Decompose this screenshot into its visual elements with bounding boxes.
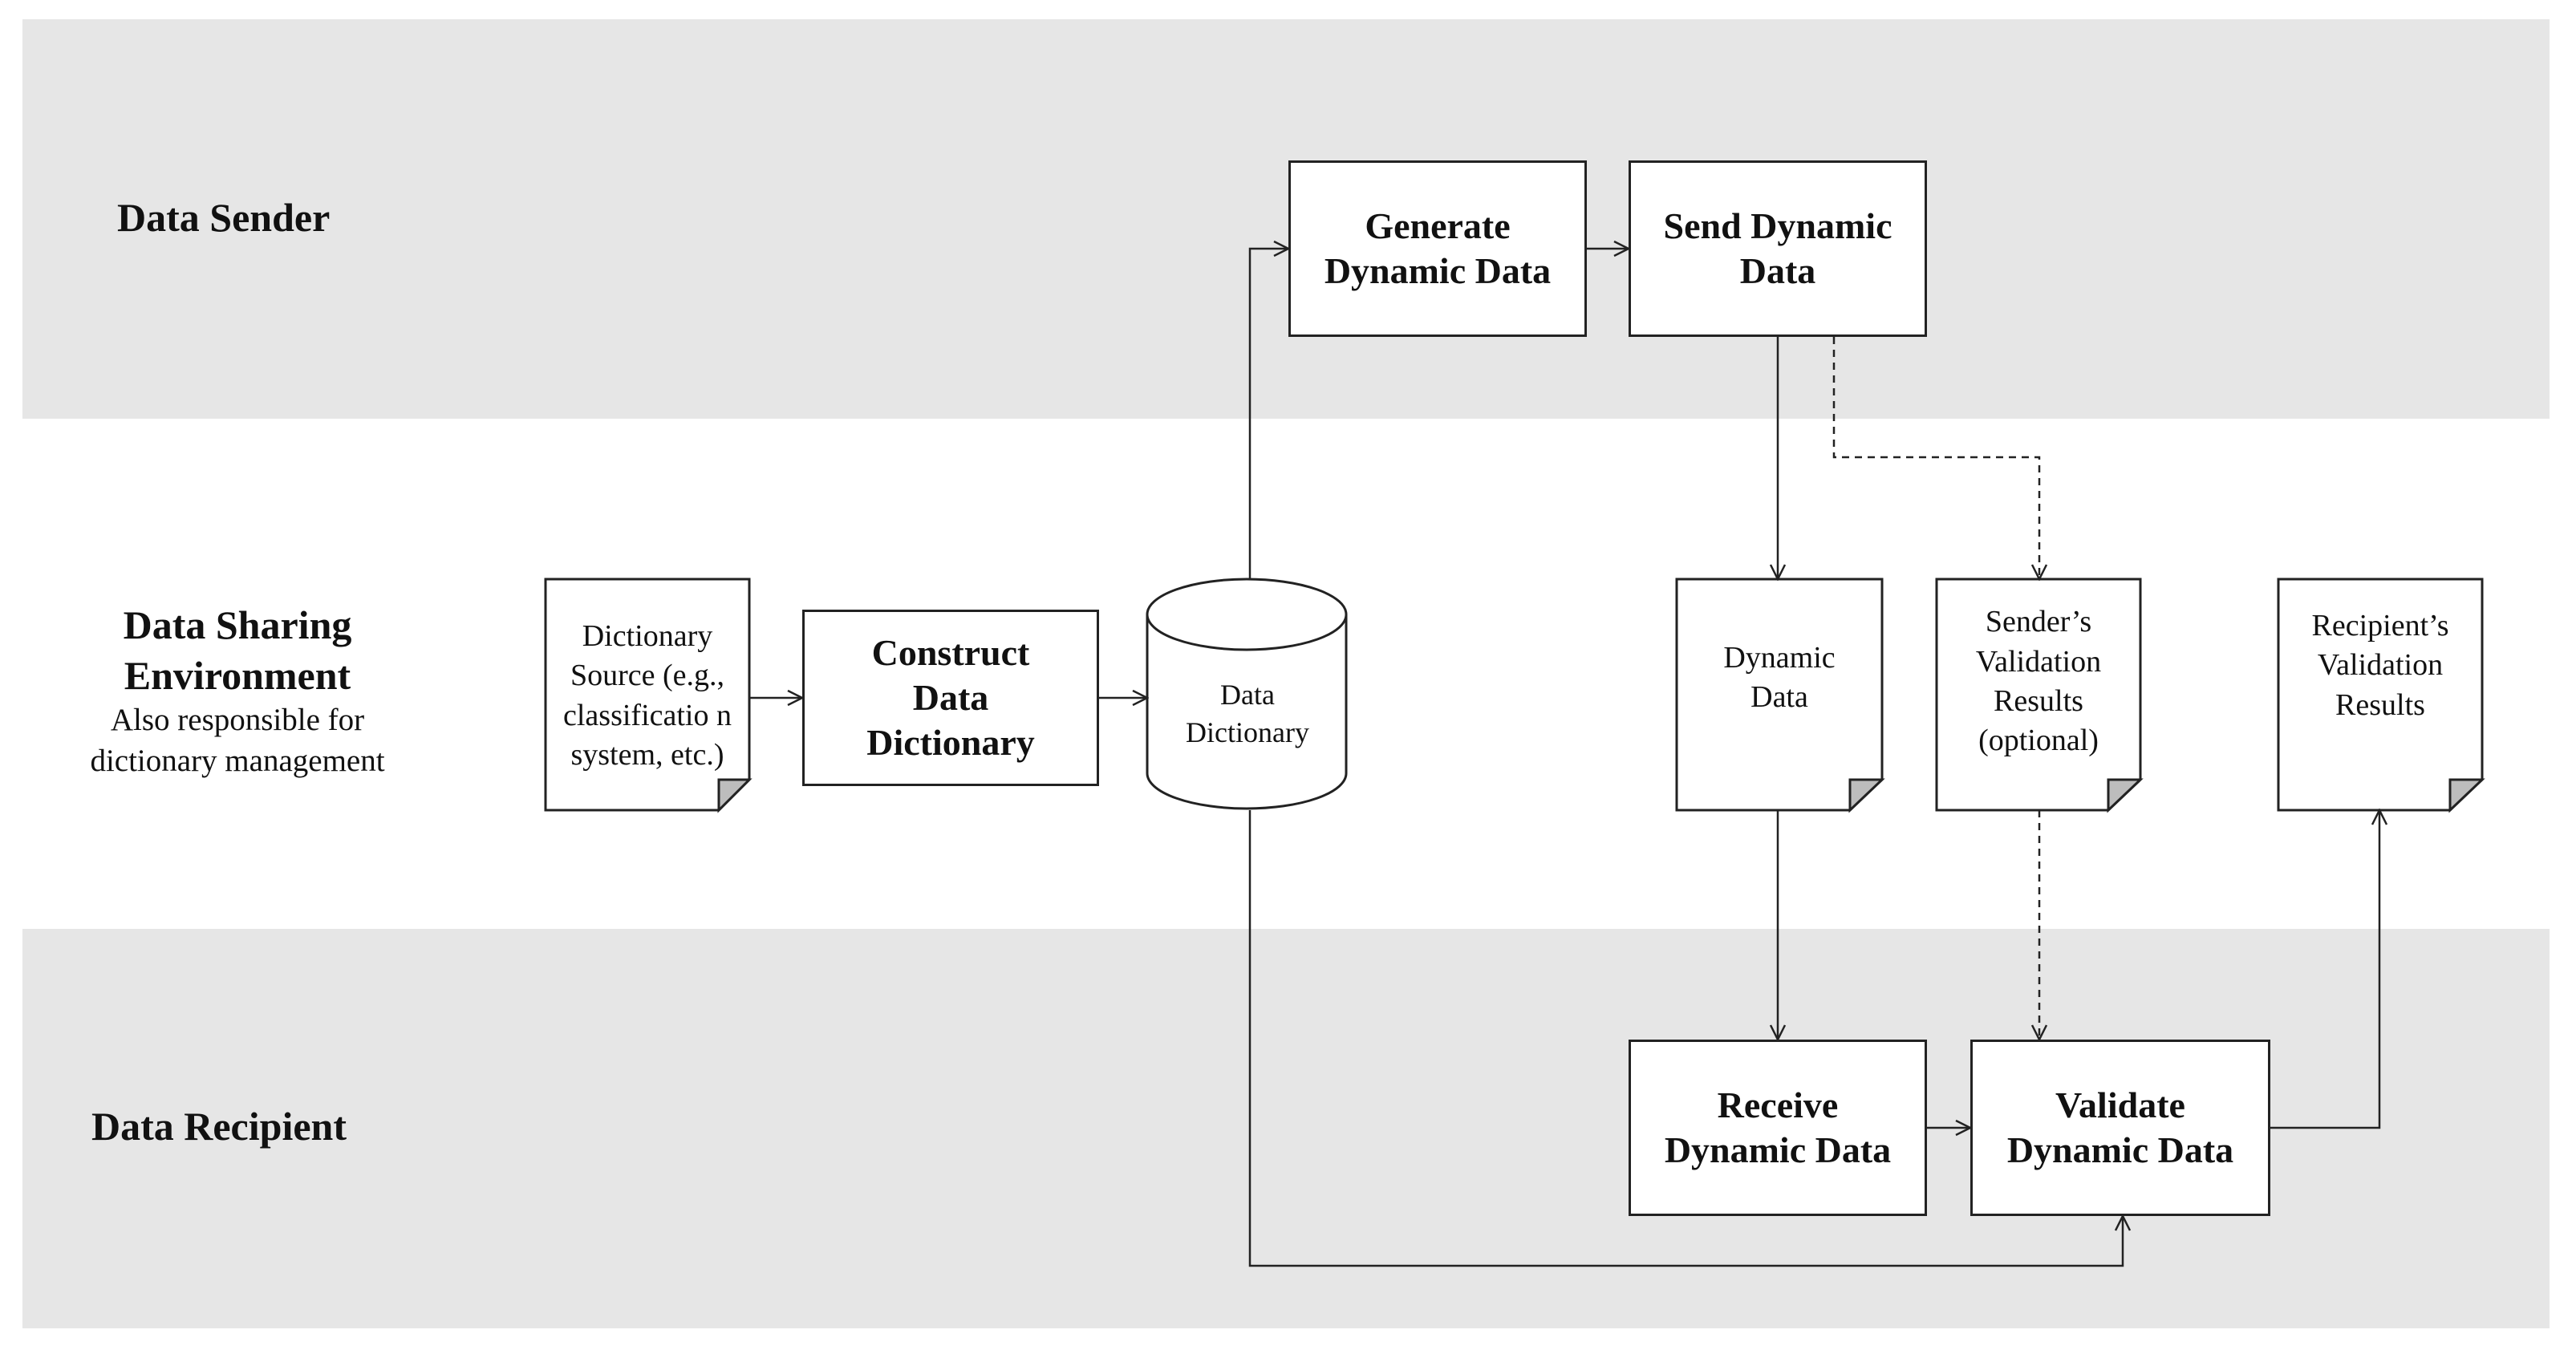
data-dictionary-label: Data Dictionary	[1186, 679, 1309, 748]
construct-data-dictionary-step: Construct Data Dictionary	[802, 610, 1099, 786]
receive-dynamic-data-label: Receive Dynamic Data	[1664, 1084, 1892, 1170]
lane-label-data-sharing-environment: Data Sharing Environment Also responsibl…	[45, 600, 430, 781]
arrow-dictionary-to-validate	[1248, 810, 2123, 1267]
dynamic-data-label: Dynamic Data	[1723, 640, 1836, 714]
sender-validation-results-label: Sender’s Validation Results (optional)	[1975, 605, 2102, 758]
lane-data-sender	[22, 19, 2550, 419]
dictionary-source-label: Dictionary Source (e.g., classificatio n…	[563, 618, 732, 772]
validate-dynamic-data-step: Validate Dynamic Data	[1970, 1040, 2270, 1216]
lane-label-data-sender: Data Sender	[117, 195, 331, 240]
arrow-send-to-sender-validation	[1832, 337, 2039, 579]
generate-dynamic-data-step: Generate Dynamic Data	[1288, 160, 1587, 337]
dictionary-source-document	[544, 578, 753, 813]
lane-label-environment-subtitle: Also responsible for dictionary manageme…	[90, 703, 385, 778]
validate-dynamic-data-label: Validate Dynamic Data	[2006, 1084, 2234, 1170]
recipient-validation-results-document	[2277, 578, 2485, 813]
arrow-validate-to-recipient-validation	[2270, 810, 2379, 1129]
lane-label-environment-title: Data Sharing Environment	[123, 602, 352, 698]
generate-dynamic-data-label: Generate Dynamic Data	[1324, 205, 1552, 291]
construct-data-dictionary-label: Construct Data Dictionary	[866, 631, 1035, 764]
sender-validation-results-document	[1935, 578, 2144, 813]
data-dictionary-database	[1146, 578, 1348, 810]
send-dynamic-data-step: Send Dynamic Data	[1629, 160, 1927, 337]
receive-dynamic-data-step: Receive Dynamic Data	[1629, 1040, 1927, 1216]
lane-label-data-recipient: Data Recipient	[91, 1104, 347, 1149]
arrow-dictionary-to-generate	[1248, 249, 1288, 579]
send-dynamic-data-label: Send Dynamic Data	[1663, 205, 1892, 291]
dynamic-data-document	[1675, 578, 1885, 813]
recipient-validation-results-label: Recipient’s Validation Results	[2311, 608, 2449, 722]
